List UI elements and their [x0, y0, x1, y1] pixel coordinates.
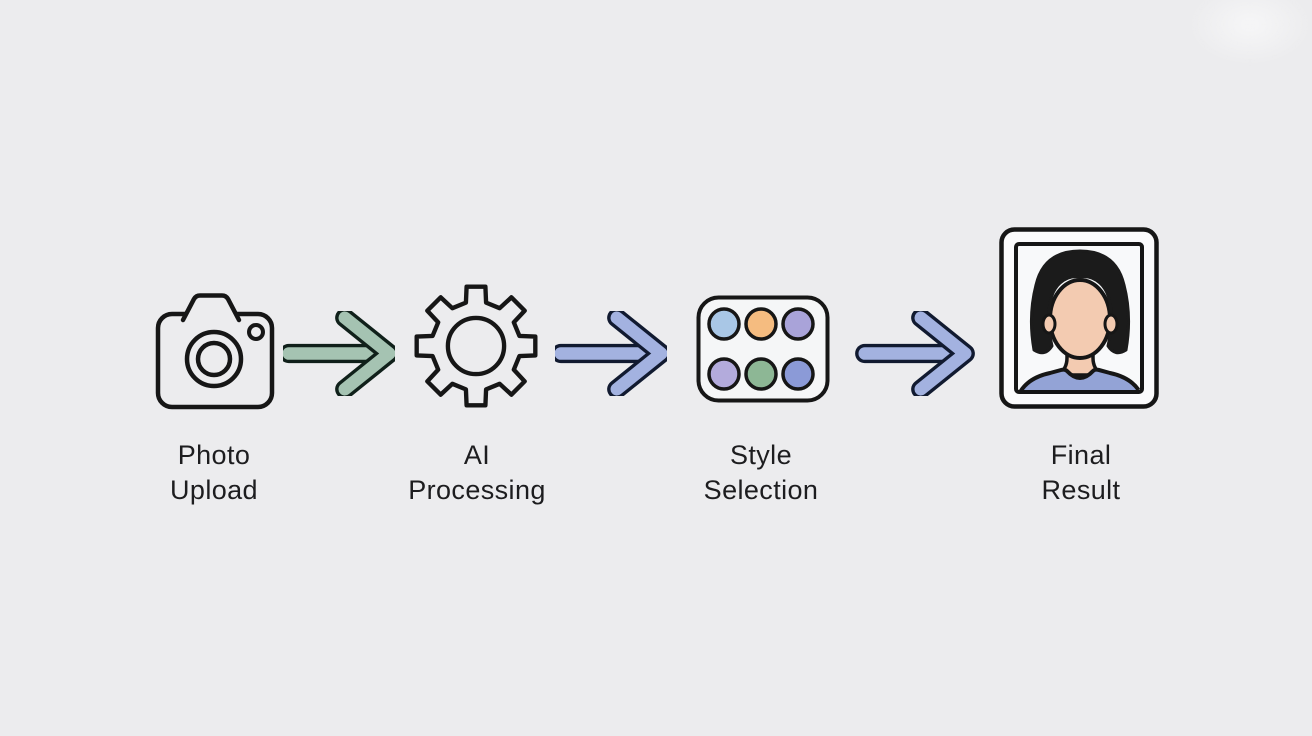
person-ear [1103, 313, 1119, 335]
style-swatch [707, 307, 741, 341]
arrow-head [914, 311, 972, 396]
style-swatch [744, 357, 778, 391]
person-ear [1041, 313, 1057, 335]
camera-lens-inner [195, 340, 233, 378]
step-style-selection [696, 295, 830, 403]
step-label-ai-processing: AI Processing [408, 438, 546, 508]
step-label-style-selection: Style Selection [704, 438, 819, 508]
label-line: Photo [177, 440, 251, 470]
label-line: Upload [170, 475, 258, 505]
step-label-photo-upload: Photo Upload [170, 438, 258, 508]
person-face [1048, 278, 1112, 360]
background-artifact [1185, 0, 1312, 67]
arrow-head [610, 311, 667, 396]
arrow-right-icon [283, 311, 395, 396]
arrow-right-icon [855, 311, 975, 396]
label-line: Selection [703, 475, 819, 505]
arrow-right-icon [555, 311, 667, 396]
step-photo-upload [151, 289, 275, 413]
label-line: Final [1050, 440, 1112, 470]
style-palette-icon [696, 295, 830, 403]
label-line: Result [1041, 475, 1121, 505]
style-swatch [707, 357, 741, 391]
camera-flash-dot [247, 323, 265, 341]
camera-hump [180, 293, 242, 323]
style-swatch [781, 307, 815, 341]
camera-lens-outer [184, 329, 244, 389]
style-swatch [781, 357, 815, 391]
portrait-person [1018, 249, 1140, 390]
camera-icon [155, 293, 275, 410]
gear-center-hole [445, 315, 507, 377]
label-line: Processing [408, 475, 546, 505]
label-line: Style [729, 440, 793, 470]
portrait-icon [999, 227, 1159, 409]
step-label-final-result: Final Result [1042, 438, 1121, 508]
gear-body [414, 284, 538, 408]
step-final-result [998, 226, 1160, 410]
style-swatch [744, 307, 778, 341]
person-shirt [1018, 367, 1140, 390]
arrow-head [338, 311, 395, 396]
label-line: AI [463, 440, 491, 470]
gear-icon [414, 284, 538, 408]
step-ai-processing [413, 283, 539, 409]
camera-body [155, 311, 275, 410]
